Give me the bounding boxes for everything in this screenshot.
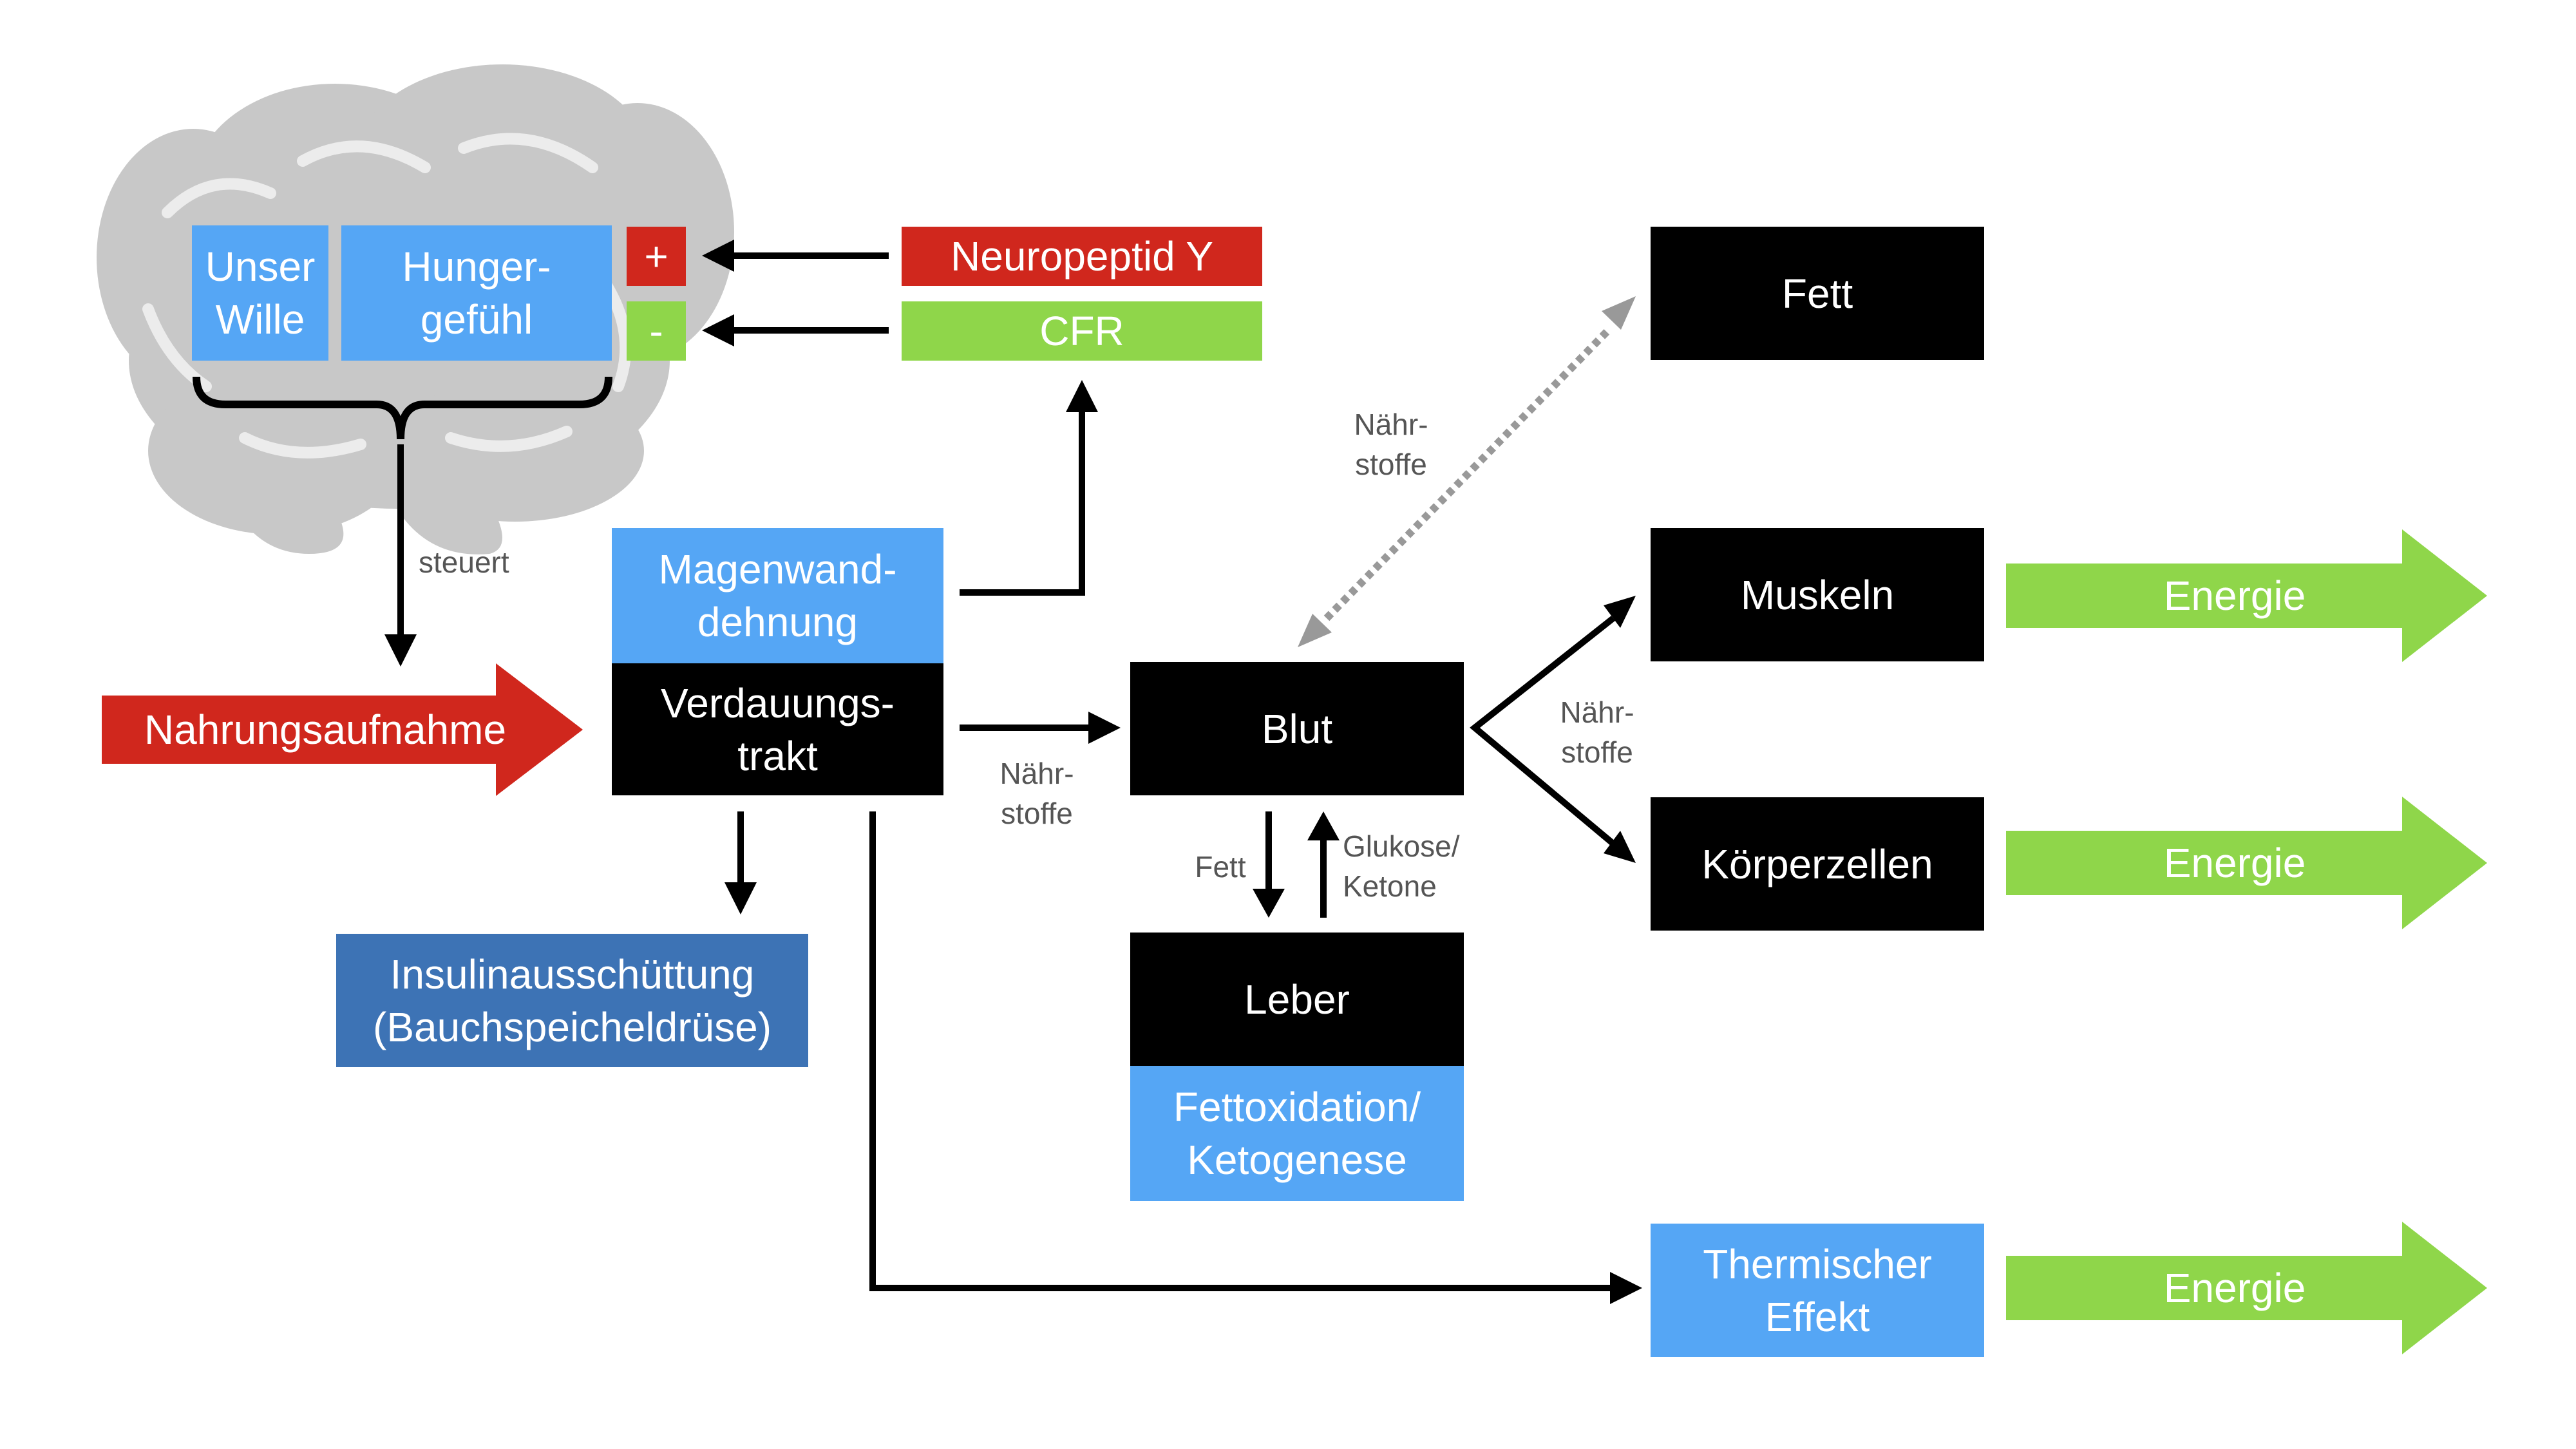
glukose-ketone-label: Glukose/ Ketone <box>1343 829 1460 903</box>
verdauungstrakt-box: Verdauungs- trakt <box>612 663 943 795</box>
fett-arrow-label: Fett <box>1195 850 1246 884</box>
unser-wille-box: Unser Wille <box>192 225 328 361</box>
insulinausschuettung-box: Insulinausschüttung (Bauchspeicheldrüse) <box>336 934 808 1067</box>
magen-to-cfr-line <box>960 412 1085 596</box>
fett-box: Fett <box>1651 227 1984 360</box>
naehrstoffe-label-2: Nähr- stoffe <box>1354 408 1428 481</box>
energie-label-3: Energie <box>2163 1265 2306 1311</box>
cfr-arrowhead <box>702 314 734 346</box>
naehrstoffe-label-3: Nähr- stoffe <box>1560 696 1634 769</box>
minus-box: - <box>627 301 686 361</box>
blut-fett-arrowhead-bottom <box>1298 614 1332 647</box>
neuropeptid-y-box: Neuropeptid Y <box>902 227 1262 286</box>
blut-branch-line <box>1470 616 1616 846</box>
neuropeptid-arrowhead <box>702 240 734 272</box>
verdauung-to-thermisch-line <box>869 811 1610 1291</box>
nahrungsaufnahme-label: Nahrungsaufnahme <box>144 706 507 753</box>
energie-arrow-1 <box>2006 529 2487 662</box>
verdauung-to-insulin-arrowhead <box>724 882 757 914</box>
blut-to-muskeln-arrowhead <box>1604 596 1636 628</box>
energie-arrow-2 <box>2006 797 2487 929</box>
verdauung-to-blut-arrowhead <box>1088 712 1121 744</box>
muskeln-box: Muskeln <box>1651 528 1984 661</box>
naehrstoffe-label-1: Nähr- stoffe <box>999 757 1074 830</box>
fettoxidation-box: Fettoxidation/ Ketogenese <box>1130 1066 1464 1201</box>
steuert-arrowhead <box>384 634 417 667</box>
blut-fett-arrowhead-top <box>1602 296 1636 330</box>
energie-label-1: Energie <box>2163 573 2306 619</box>
energie-arrow-3 <box>2006 1222 2487 1354</box>
hungergefuehl-box: Hunger- gefühl <box>341 225 612 361</box>
koerperzellen-box: Körperzellen <box>1651 797 1984 931</box>
leber-box: Leber <box>1130 933 1464 1066</box>
blut-fett-dotted-line <box>1323 325 1613 621</box>
leber-to-blut-arrowhead <box>1307 811 1340 840</box>
nahrungsaufnahme-arrow <box>102 663 583 796</box>
verdauung-to-thermisch-arrowhead <box>1610 1272 1642 1304</box>
blut-box: Blut <box>1130 662 1464 795</box>
magen-to-cfr-arrowhead <box>1066 380 1098 412</box>
cfr-box: CFR <box>902 301 1262 361</box>
plus-box: + <box>627 227 686 286</box>
thermischer-effekt-box: Thermischer Effekt <box>1651 1224 1984 1357</box>
steuert-label: steuert <box>419 545 509 579</box>
magenwanddehnung-box: Magenwand- dehnung <box>612 528 943 663</box>
blut-to-koerperzellen-arrowhead <box>1604 831 1636 863</box>
blut-to-leber-arrowhead <box>1253 889 1285 918</box>
energie-label-2: Energie <box>2163 840 2306 886</box>
brace <box>193 376 612 440</box>
